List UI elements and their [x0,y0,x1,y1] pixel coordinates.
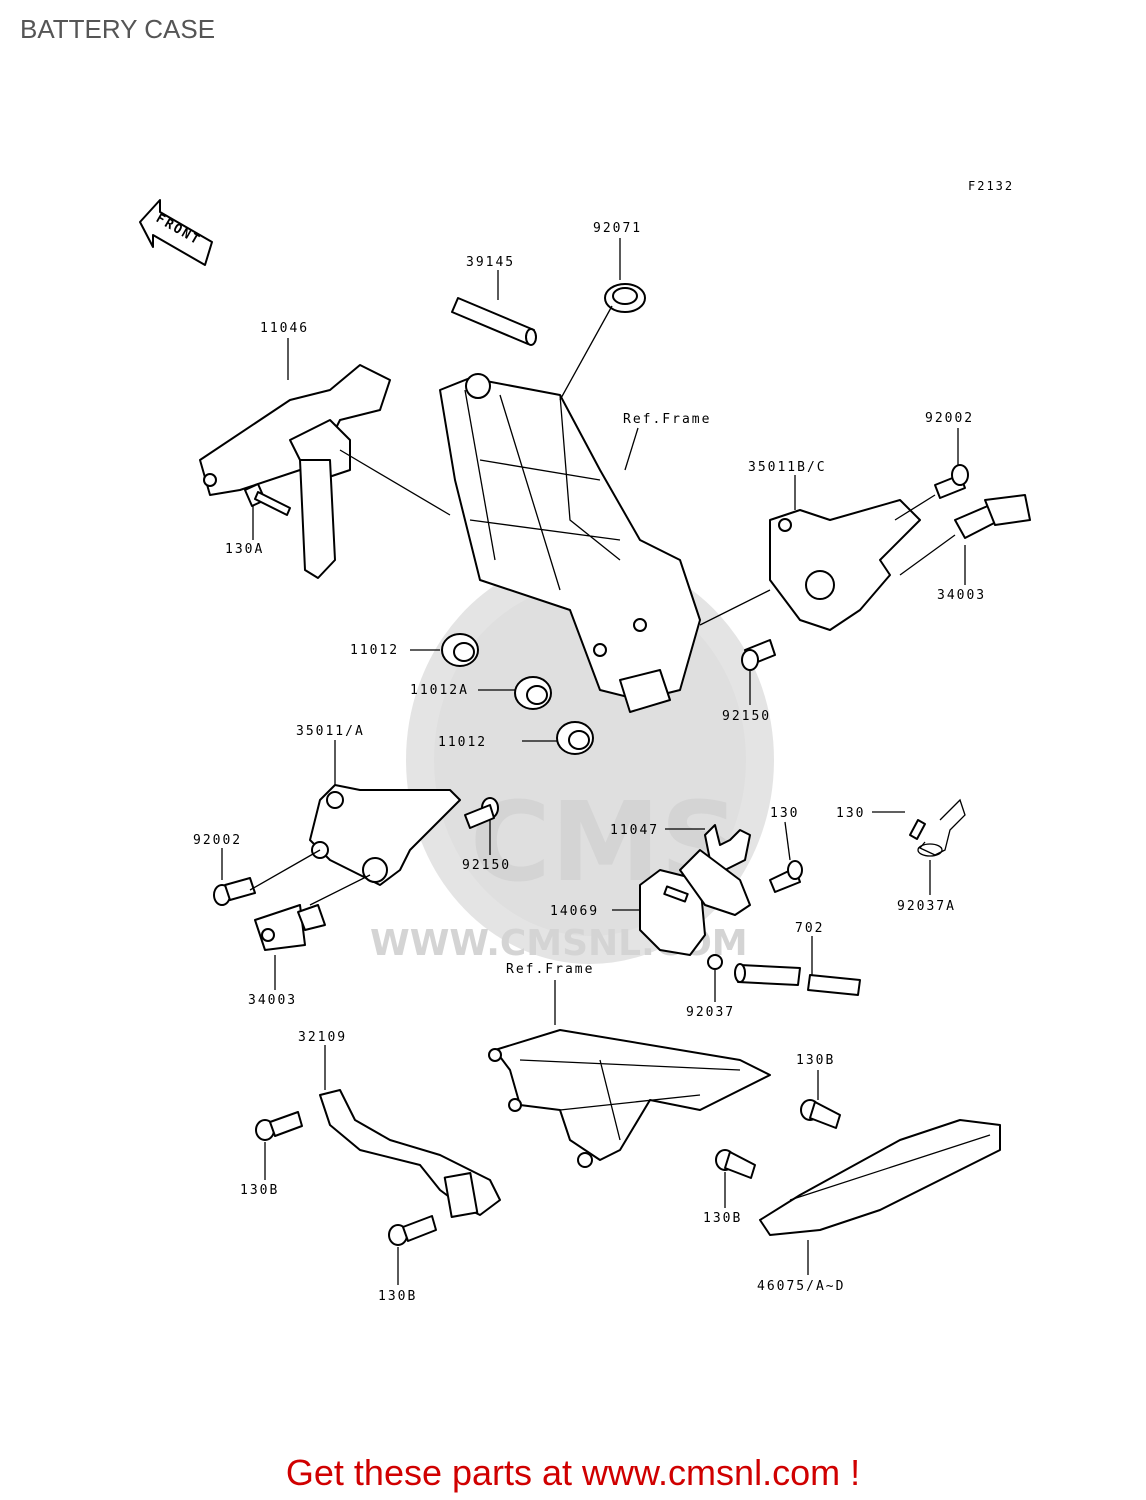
callout-34003-right: 34003 [937,588,986,603]
grommet-11012-bottom [556,721,594,755]
callout-11012-bottom: 11012 [438,735,487,750]
callout-46075: 46075/A~D [757,1279,845,1294]
page-title: BATTERY CASE [20,14,216,44]
parts-diagram: CMS WWW.CMSNL.COM FRONT [139,199,1031,1304]
callout-130B-mid-right: 130B [703,1211,742,1226]
callout-92037: 92037 [686,1005,735,1020]
bolt-130-case [769,860,803,893]
callout-702: 702 [795,921,824,936]
callout-11012A: 11012A [410,683,469,698]
callout-130B-bottom: 130B [378,1289,417,1304]
tube-39145 [451,297,537,346]
bolt-130B-3 [800,1099,841,1129]
main-frame [439,373,701,713]
callout-92150-right: 92150 [722,709,771,724]
callout-32109: 32109 [298,1030,347,1045]
bolt-92002-left [213,877,256,906]
grommet-11012A [514,676,552,710]
leader-lines [221,238,966,1285]
clip-92037 [707,954,723,970]
bolt-130B-4 [715,1149,756,1179]
guard-46075 [759,1119,1001,1236]
bracket-35011bc [769,499,921,631]
bolt-92150-left [464,797,499,829]
callout-130B-left: 130B [240,1183,279,1198]
bracket-11046 [199,364,391,579]
callout-11012-top: 11012 [350,643,399,658]
callout-92002-left: 92002 [193,833,242,848]
bracket-32109 [319,1089,501,1218]
bolt-130B-1 [255,1111,303,1141]
rear-subframe [488,1029,771,1168]
footpeg-34003-left [254,904,326,951]
callout-130-strap: 130 [836,806,865,821]
strap-92037A [909,798,966,857]
callout-35011A: 35011/A [296,724,365,739]
callout-ref-frame-top: Ref.Frame [623,412,711,427]
callout-ref-frame-bottom: Ref.Frame [506,962,594,977]
footer-link-text[interactable]: Get these parts at www.cmsnl.com ! [285,1452,861,1493]
callout-11047: 11047 [610,823,659,838]
tube-702 [734,963,861,996]
footpeg-34003-right [954,494,1031,539]
callout-92037A: 92037A [897,899,956,914]
bolt-130a [244,483,291,516]
bolt-130B-2 [388,1215,437,1246]
grommet-92071 [604,283,646,313]
callout-92002-right: 92002 [925,411,974,426]
callout-14069: 14069 [550,904,599,919]
callout-11046: 11046 [260,321,309,336]
bolt-92002-right [934,464,969,499]
callout-92071: 92071 [593,221,642,236]
callout-92150-left: 92150 [462,858,511,873]
callout-35011bc: 35011B/C [748,460,827,475]
callout-39145: 39145 [466,255,515,270]
front-arrow-icon: FRONT [139,199,213,266]
battery-case-14069 [639,849,751,956]
bolt-92150-right [741,639,776,671]
grommet-11012-top [441,633,479,667]
callout-130-case: 130 [770,806,799,821]
callout-130A: 130A [225,542,264,557]
callout-130B-top-right: 130B [796,1053,835,1068]
callout-34003-left: 34003 [248,993,297,1008]
figure-code: F2132 [968,179,1015,193]
